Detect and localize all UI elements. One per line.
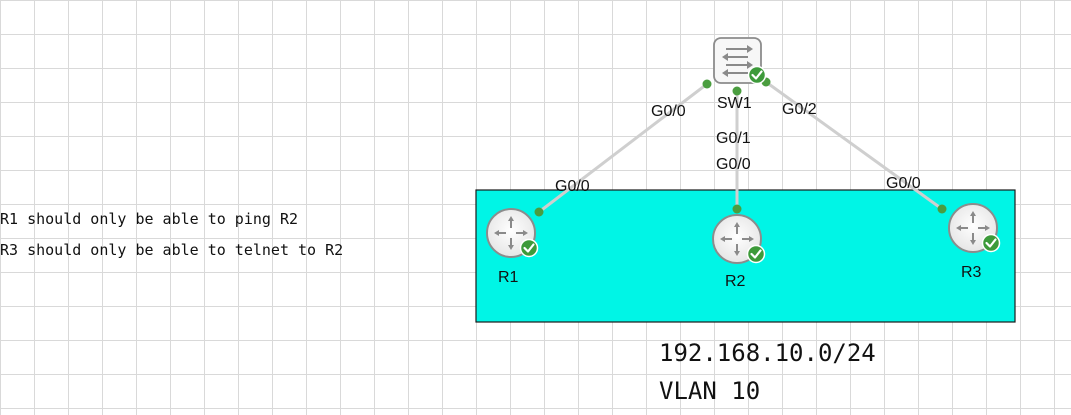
device-sw1[interactable]: SW1 (713, 37, 767, 112)
status-check-icon (519, 238, 539, 258)
device-label-r3: R3 (961, 264, 982, 281)
status-check-icon (981, 233, 1001, 253)
links (538, 80, 943, 214)
port-label-r2-g0-0: G0/0 (716, 156, 751, 173)
status-check-icon (747, 65, 767, 85)
port-label-r3-g0-0: G0/0 (886, 175, 921, 192)
device-r3[interactable]: R3 (948, 203, 1001, 281)
device-label-sw1: SW1 (717, 95, 752, 112)
device-r2[interactable]: R2 (712, 214, 766, 290)
vlan-label: VLAN 10 (659, 377, 760, 405)
port-label-r1-g0-0: G0/0 (555, 178, 590, 195)
link-sw1-r3[interactable] (765, 80, 943, 211)
subnet-label: 192.168.10.0/24 (659, 339, 876, 367)
port-label-sw1-g0-2: G0/2 (782, 101, 817, 118)
note-1: R1 should only be able to ping R2 (0, 210, 298, 228)
port-dot-sw1-g0-1 (732, 86, 742, 96)
device-r1[interactable]: R1 (486, 208, 539, 286)
device-label-r2: R2 (725, 273, 746, 290)
port-dot-r3-g0-0 (937, 204, 947, 214)
port-dot-r1-g0-0 (534, 207, 544, 217)
device-label-r1: R1 (498, 269, 519, 286)
port-dot-sw1-g0-0 (702, 79, 712, 89)
port-dot-r2-g0-0 (732, 204, 742, 214)
port-label-sw1-g0-0: G0/0 (651, 103, 686, 120)
port-label-sw1-g0-1: G0/1 (716, 130, 751, 147)
note-2: R3 should only be able to telnet to R2 (0, 241, 343, 259)
status-check-icon (746, 244, 766, 264)
link-sw1-r1[interactable] (538, 82, 708, 214)
